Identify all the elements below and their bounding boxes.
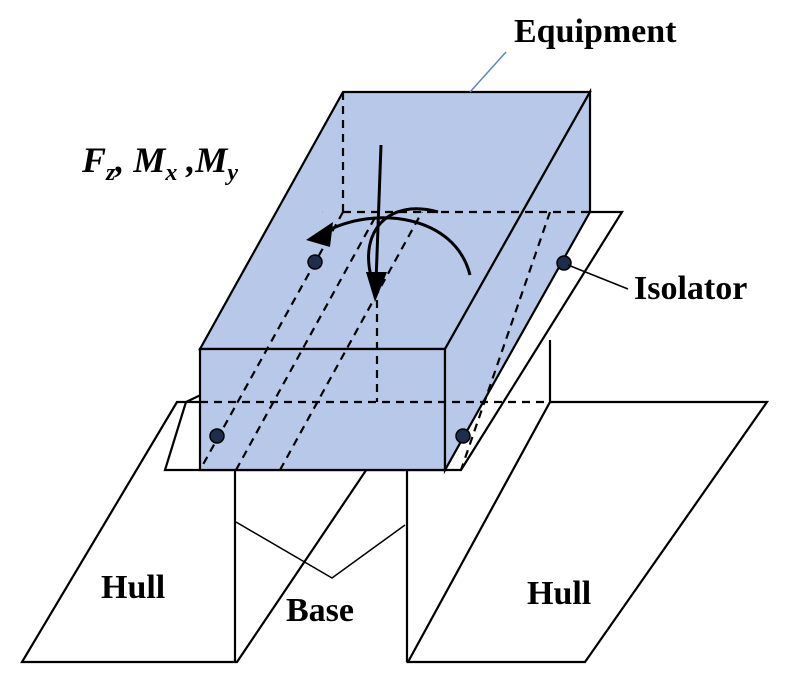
equipment-box (198, 87, 592, 475)
base-structure (233, 340, 552, 662)
hull-left-label: Hull (101, 569, 165, 606)
base-label: Base (286, 592, 354, 629)
isolator-dot (455, 428, 471, 444)
load-mx: M (132, 140, 167, 180)
isolator-label: Isolator (634, 270, 747, 307)
load-label: Fz, Mx ,My (81, 140, 238, 186)
equipment-front-face (198, 347, 447, 472)
force-z-arrow (374, 144, 383, 283)
equipment-right-face (443, 87, 592, 475)
hull-right-label: Hull (527, 575, 591, 612)
hull-right-plate (406, 400, 770, 664)
moment-x-arrow (324, 216, 472, 276)
load-f-sub: z (105, 160, 116, 186)
equipment-leader-line (469, 51, 507, 93)
equipment-label: Equipment (514, 13, 677, 50)
isolator-dot (307, 254, 323, 270)
moment-y-arrow (367, 207, 439, 281)
isolators (209, 254, 572, 444)
load-mx-sub: x (164, 160, 177, 186)
load-my: M (194, 140, 229, 180)
load-arrows (306, 144, 472, 302)
base-leader-lines (235, 521, 406, 579)
isolator-dot (209, 428, 225, 444)
isolator-dot (556, 255, 572, 271)
load-my-sub: y (224, 160, 238, 186)
isolator-leader-line (567, 264, 629, 290)
load-f: F (81, 140, 106, 180)
